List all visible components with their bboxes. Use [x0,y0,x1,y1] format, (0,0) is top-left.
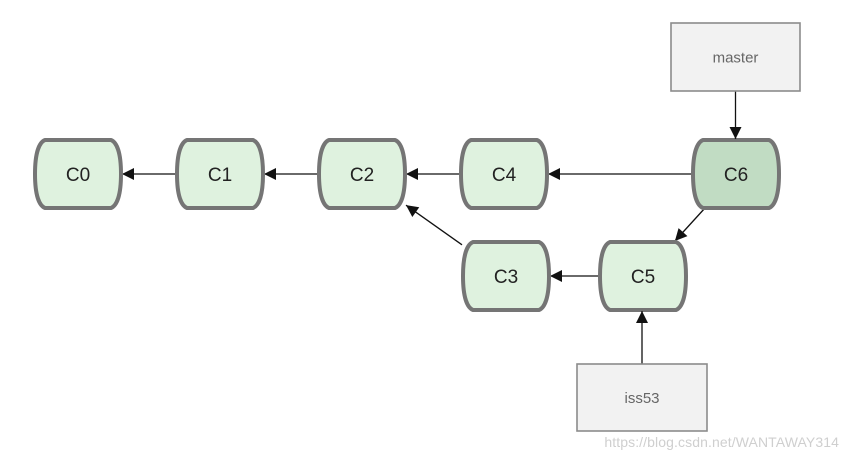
commit-shape [691,138,781,210]
branch-pointer-master: master [670,22,801,139]
branch-label: iss53 [624,390,659,407]
commit-shape [459,138,549,210]
parent-link-c3-to-c2 [405,204,463,246]
branch-label: master [713,50,759,67]
parent-link-c6-to-c5 [674,208,705,242]
commit-node-c0: C0 [33,138,123,210]
commit-shape [33,138,123,210]
commit-label: C5 [631,267,655,288]
commit-label: C6 [724,165,748,186]
commit-node-c5: C5 [598,240,688,312]
commit-node-c1: C1 [175,138,265,210]
commit-shape [598,240,688,312]
commit-node-c4: C4 [459,138,549,210]
branch-box [670,22,801,92]
branch-box [576,363,708,432]
branch-pointers: master iss53 [576,22,801,432]
commit-shape [317,138,407,210]
commit-shape [461,240,551,312]
watermark-text: https://blog.csdn.net/WANTAWAY314 [604,434,839,450]
commit-label: C4 [492,165,517,186]
commit-label: C0 [66,165,90,186]
commit-node-c2: C2 [317,138,407,210]
commit-label: C2 [350,165,374,186]
commit-node-c3: C3 [461,240,551,312]
commit-label: C1 [208,165,232,186]
commit-label: C3 [494,267,518,288]
commit-node-c6: C6 [691,138,781,210]
parent-links [122,168,705,282]
branch-pointer-iss53: iss53 [576,311,708,432]
commit-shape [175,138,265,210]
